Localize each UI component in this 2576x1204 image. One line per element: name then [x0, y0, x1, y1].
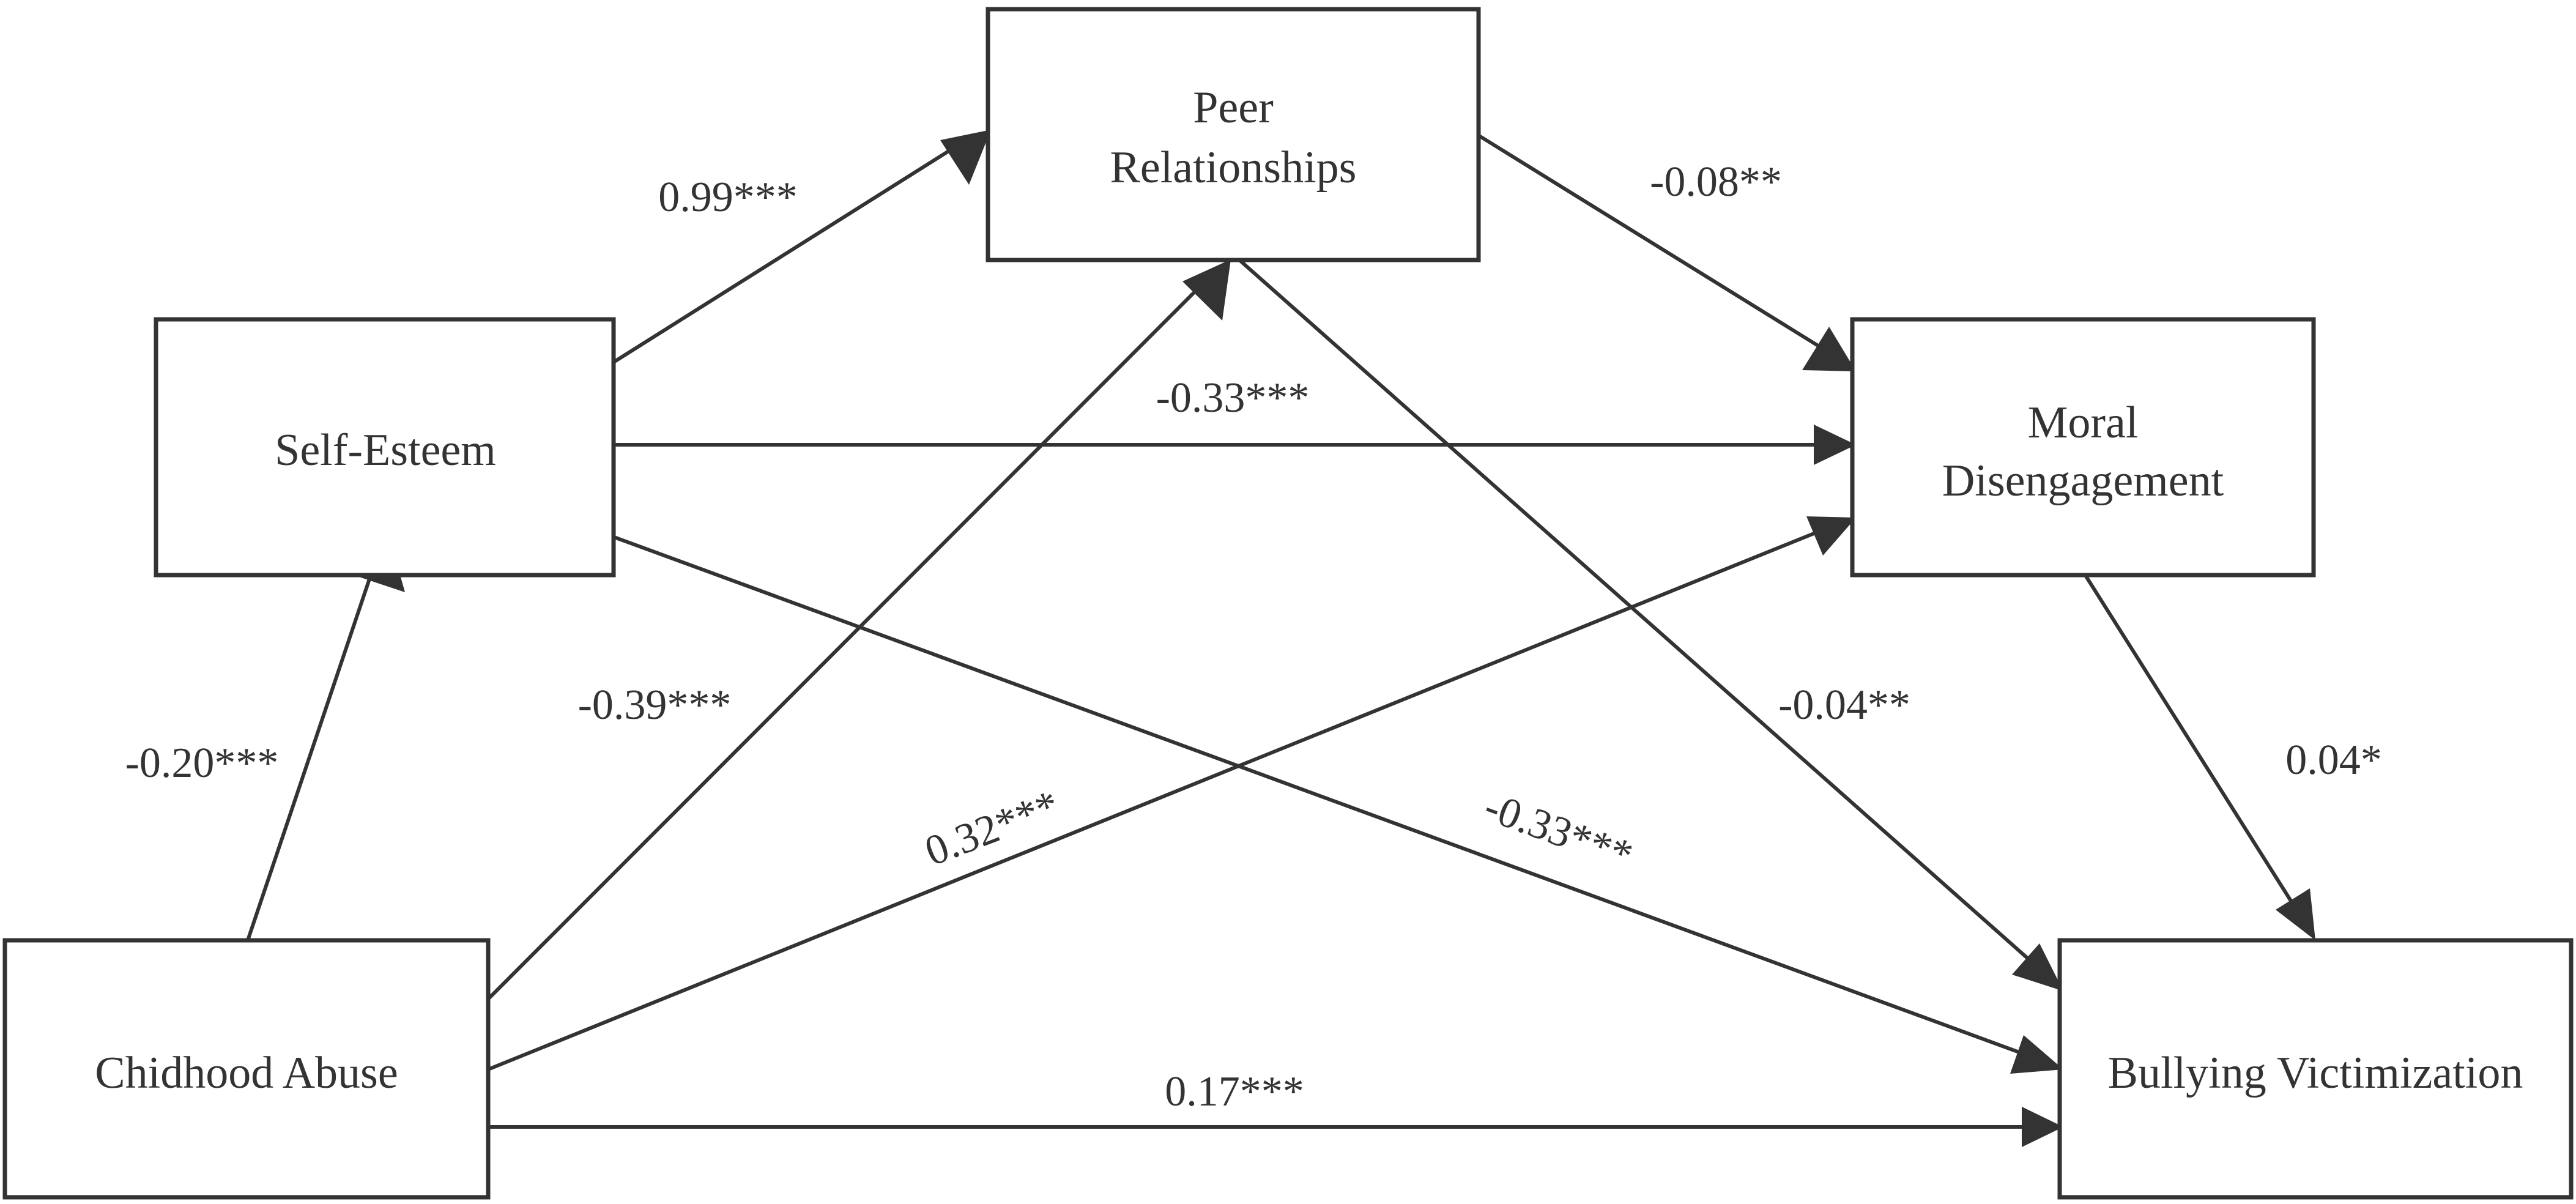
childhood-abuse-label: Chidhood Abuse [95, 1048, 398, 1098]
node-bullying-victimization: Bullying Victimization [2057, 938, 2574, 1200]
arrow-peer-to-bullying [1238, 258, 2038, 968]
coef-self-esteem-to-moral: -0.33*** [1156, 374, 1310, 422]
coefficients: -0.20*** 0.99*** -0.39*** -0.08** -0.33*… [125, 158, 2382, 1115]
peer-relationships-label-line2: Relationships [1110, 143, 1357, 193]
coef-self-esteem-to-bullying: -0.33*** [1479, 783, 1639, 880]
arrow-abuse-to-peer [486, 286, 1201, 1001]
arrow-moral-to-bullying [2084, 575, 2299, 913]
arrowhead-peer-to-moral [1802, 327, 1856, 371]
coef-abuse-to-self-esteem: -0.20*** [125, 740, 279, 787]
edges [246, 130, 2315, 1147]
coef-abuse-to-bullying: 0.17*** [1165, 1068, 1304, 1115]
moral-disengagement-label-line2: Disengagement [1942, 456, 2224, 506]
coef-abuse-to-peer: -0.39*** [578, 682, 732, 729]
self-esteem-label: Self-Esteem [275, 425, 496, 475]
bullying-victimization-label: Bullying Victimization [2108, 1048, 2523, 1098]
moral-disengagement-label-line1: Moral [2028, 398, 2139, 448]
arrowhead-moral-to-bullying [2276, 888, 2315, 940]
arrowhead-self-esteem-to-bullying [2010, 1035, 2063, 1074]
coef-peer-to-moral: -0.08** [1650, 158, 1782, 206]
arrow-self-esteem-to-peer [612, 144, 959, 364]
node-moral-disengagement: Moral Disengagement [1850, 317, 2316, 578]
arrowhead-abuse-to-moral [1806, 516, 1856, 556]
arrowhead-self-esteem-to-moral [1814, 425, 1856, 465]
arrow-peer-to-moral [1478, 134, 1824, 351]
arrow-self-esteem-to-bullying [613, 535, 2032, 1058]
coef-abuse-to-moral: 0.32*** [919, 781, 1066, 875]
arrow-abuse-to-self-esteem [246, 535, 386, 941]
node-peer-relationships: Peer Relationships [985, 7, 1481, 262]
arrowhead-peer-to-bullying [2012, 943, 2063, 991]
node-childhood-abuse: Chidhood Abuse [2, 938, 491, 1200]
arrow-abuse-to-moral [487, 529, 1821, 1071]
coef-self-esteem-to-peer: 0.99*** [658, 174, 798, 221]
coef-moral-to-bullying: 0.04* [2285, 737, 2382, 784]
peer-relationships-label-line1: Peer [1193, 83, 1274, 133]
arrowhead-abuse-to-bullying [2022, 1107, 2063, 1147]
arrowhead-self-esteem-to-peer [940, 130, 991, 185]
coef-peer-to-bullying: -0.04** [1778, 682, 1910, 729]
arrowhead-abuse-to-peer [1182, 259, 1231, 321]
node-self-esteem: Self-Esteem [154, 317, 616, 578]
